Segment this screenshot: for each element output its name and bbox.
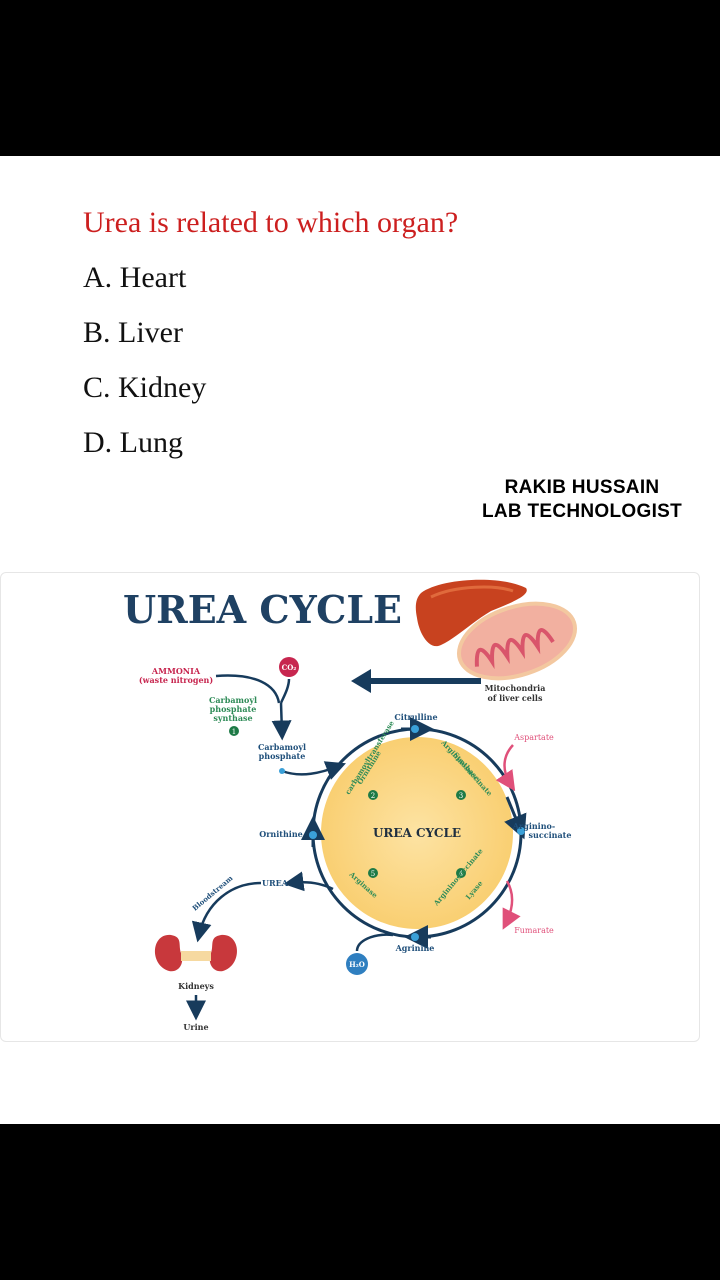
step-3-label: 3 xyxy=(459,792,463,800)
question-text: Urea is related to which organ? xyxy=(83,206,459,239)
cps-label-3: synthase xyxy=(213,713,252,723)
step-4-badge xyxy=(456,868,466,878)
step-1-badge xyxy=(229,726,239,736)
agrinine-label: Agrinine xyxy=(395,943,435,953)
author-credit: RAKIB HUSSAIN LAB TECHNOLOGIST xyxy=(470,476,694,524)
citrulline-label: Citrulline xyxy=(394,712,437,722)
cps-label-1: Carbamoyl xyxy=(209,695,257,705)
step-5-badge xyxy=(368,868,378,878)
co2-icon xyxy=(279,657,299,677)
step-5-label: 5 xyxy=(371,870,375,878)
option-a[interactable]: A. Heart xyxy=(83,261,187,294)
argininosuccinate-label-1: Arginino- xyxy=(512,821,555,831)
urea-label: UREA xyxy=(262,878,289,888)
urine-label: Urine xyxy=(183,1022,208,1032)
step-2-badge xyxy=(368,790,378,800)
aspartate-arrow xyxy=(495,744,516,792)
aspartate-label: Aspartate xyxy=(513,733,554,742)
step-1-label: 1 xyxy=(232,728,236,736)
ammonia-label: AMMONIA xyxy=(151,666,201,676)
author-name: RAKIB HUSSAIN xyxy=(504,477,660,498)
ammonia-arrow xyxy=(215,674,281,704)
cps-label-2: phosphate xyxy=(210,704,257,714)
fumarate-label: Fumarate xyxy=(514,926,554,935)
h2o-label: H₂O xyxy=(349,960,365,969)
mito-label-1: Mitochondria xyxy=(485,683,546,693)
mitochondria-icon xyxy=(456,601,578,681)
diagram-title: UREA CYCLE xyxy=(123,587,402,632)
carbamoyl-label-1: Carbamoyl xyxy=(258,742,306,752)
ammonia-sub-label: (waste nitrogen) xyxy=(139,675,214,685)
step-3-badge xyxy=(456,790,466,800)
author-role: LAB TECHNOLOGIST xyxy=(481,501,683,522)
kidneys-icon xyxy=(154,934,238,972)
bloodstream-arrow xyxy=(191,881,262,943)
option-d[interactable]: D. Lung xyxy=(83,426,183,459)
fumarate-arrow xyxy=(502,880,521,930)
carbamoyl-dot xyxy=(279,768,285,774)
option-c[interactable]: C. Kidney xyxy=(83,371,207,404)
liver-icon xyxy=(415,579,527,647)
urea-out-arrow xyxy=(283,871,334,892)
ornithine-label: Ornithine xyxy=(259,829,303,839)
kidneys-label: Kidneys xyxy=(178,981,214,991)
argininosuccinate-dot xyxy=(517,827,525,835)
cycle-disc xyxy=(321,737,513,929)
step-4-label: 4 xyxy=(459,870,464,878)
cycle-center-label: UREA CYCLE xyxy=(373,826,461,840)
carbamoyl-label-2: phosphate xyxy=(259,751,306,761)
argininosuccinate-label-2: succinate xyxy=(529,830,572,840)
urea-cycle-diagram: UREA CYCLE Mitochondria of liver cells A… xyxy=(0,572,700,1042)
step-2-label: 2 xyxy=(371,792,375,800)
agrinine-dot xyxy=(411,933,419,941)
quiz-panel: Urea is related to which organ? A. Heart… xyxy=(0,156,720,1124)
urea-cycle-svg: UREA CYCLE Mitochondria of liver cells A… xyxy=(123,579,578,1032)
co2-label: CO₂ xyxy=(282,663,297,672)
mito-arrow-head xyxy=(351,669,371,693)
h2o-icon xyxy=(346,953,368,975)
citrulline-dot xyxy=(411,725,419,733)
ornithine-dot xyxy=(309,831,317,839)
option-b[interactable]: B. Liver xyxy=(83,316,183,349)
mito-label-2: of liver cells xyxy=(488,693,543,703)
h2o-arrow xyxy=(355,933,394,952)
co2-arrow xyxy=(279,678,291,704)
ring-arrow-1 xyxy=(504,796,527,840)
cps-arrow xyxy=(271,702,292,741)
